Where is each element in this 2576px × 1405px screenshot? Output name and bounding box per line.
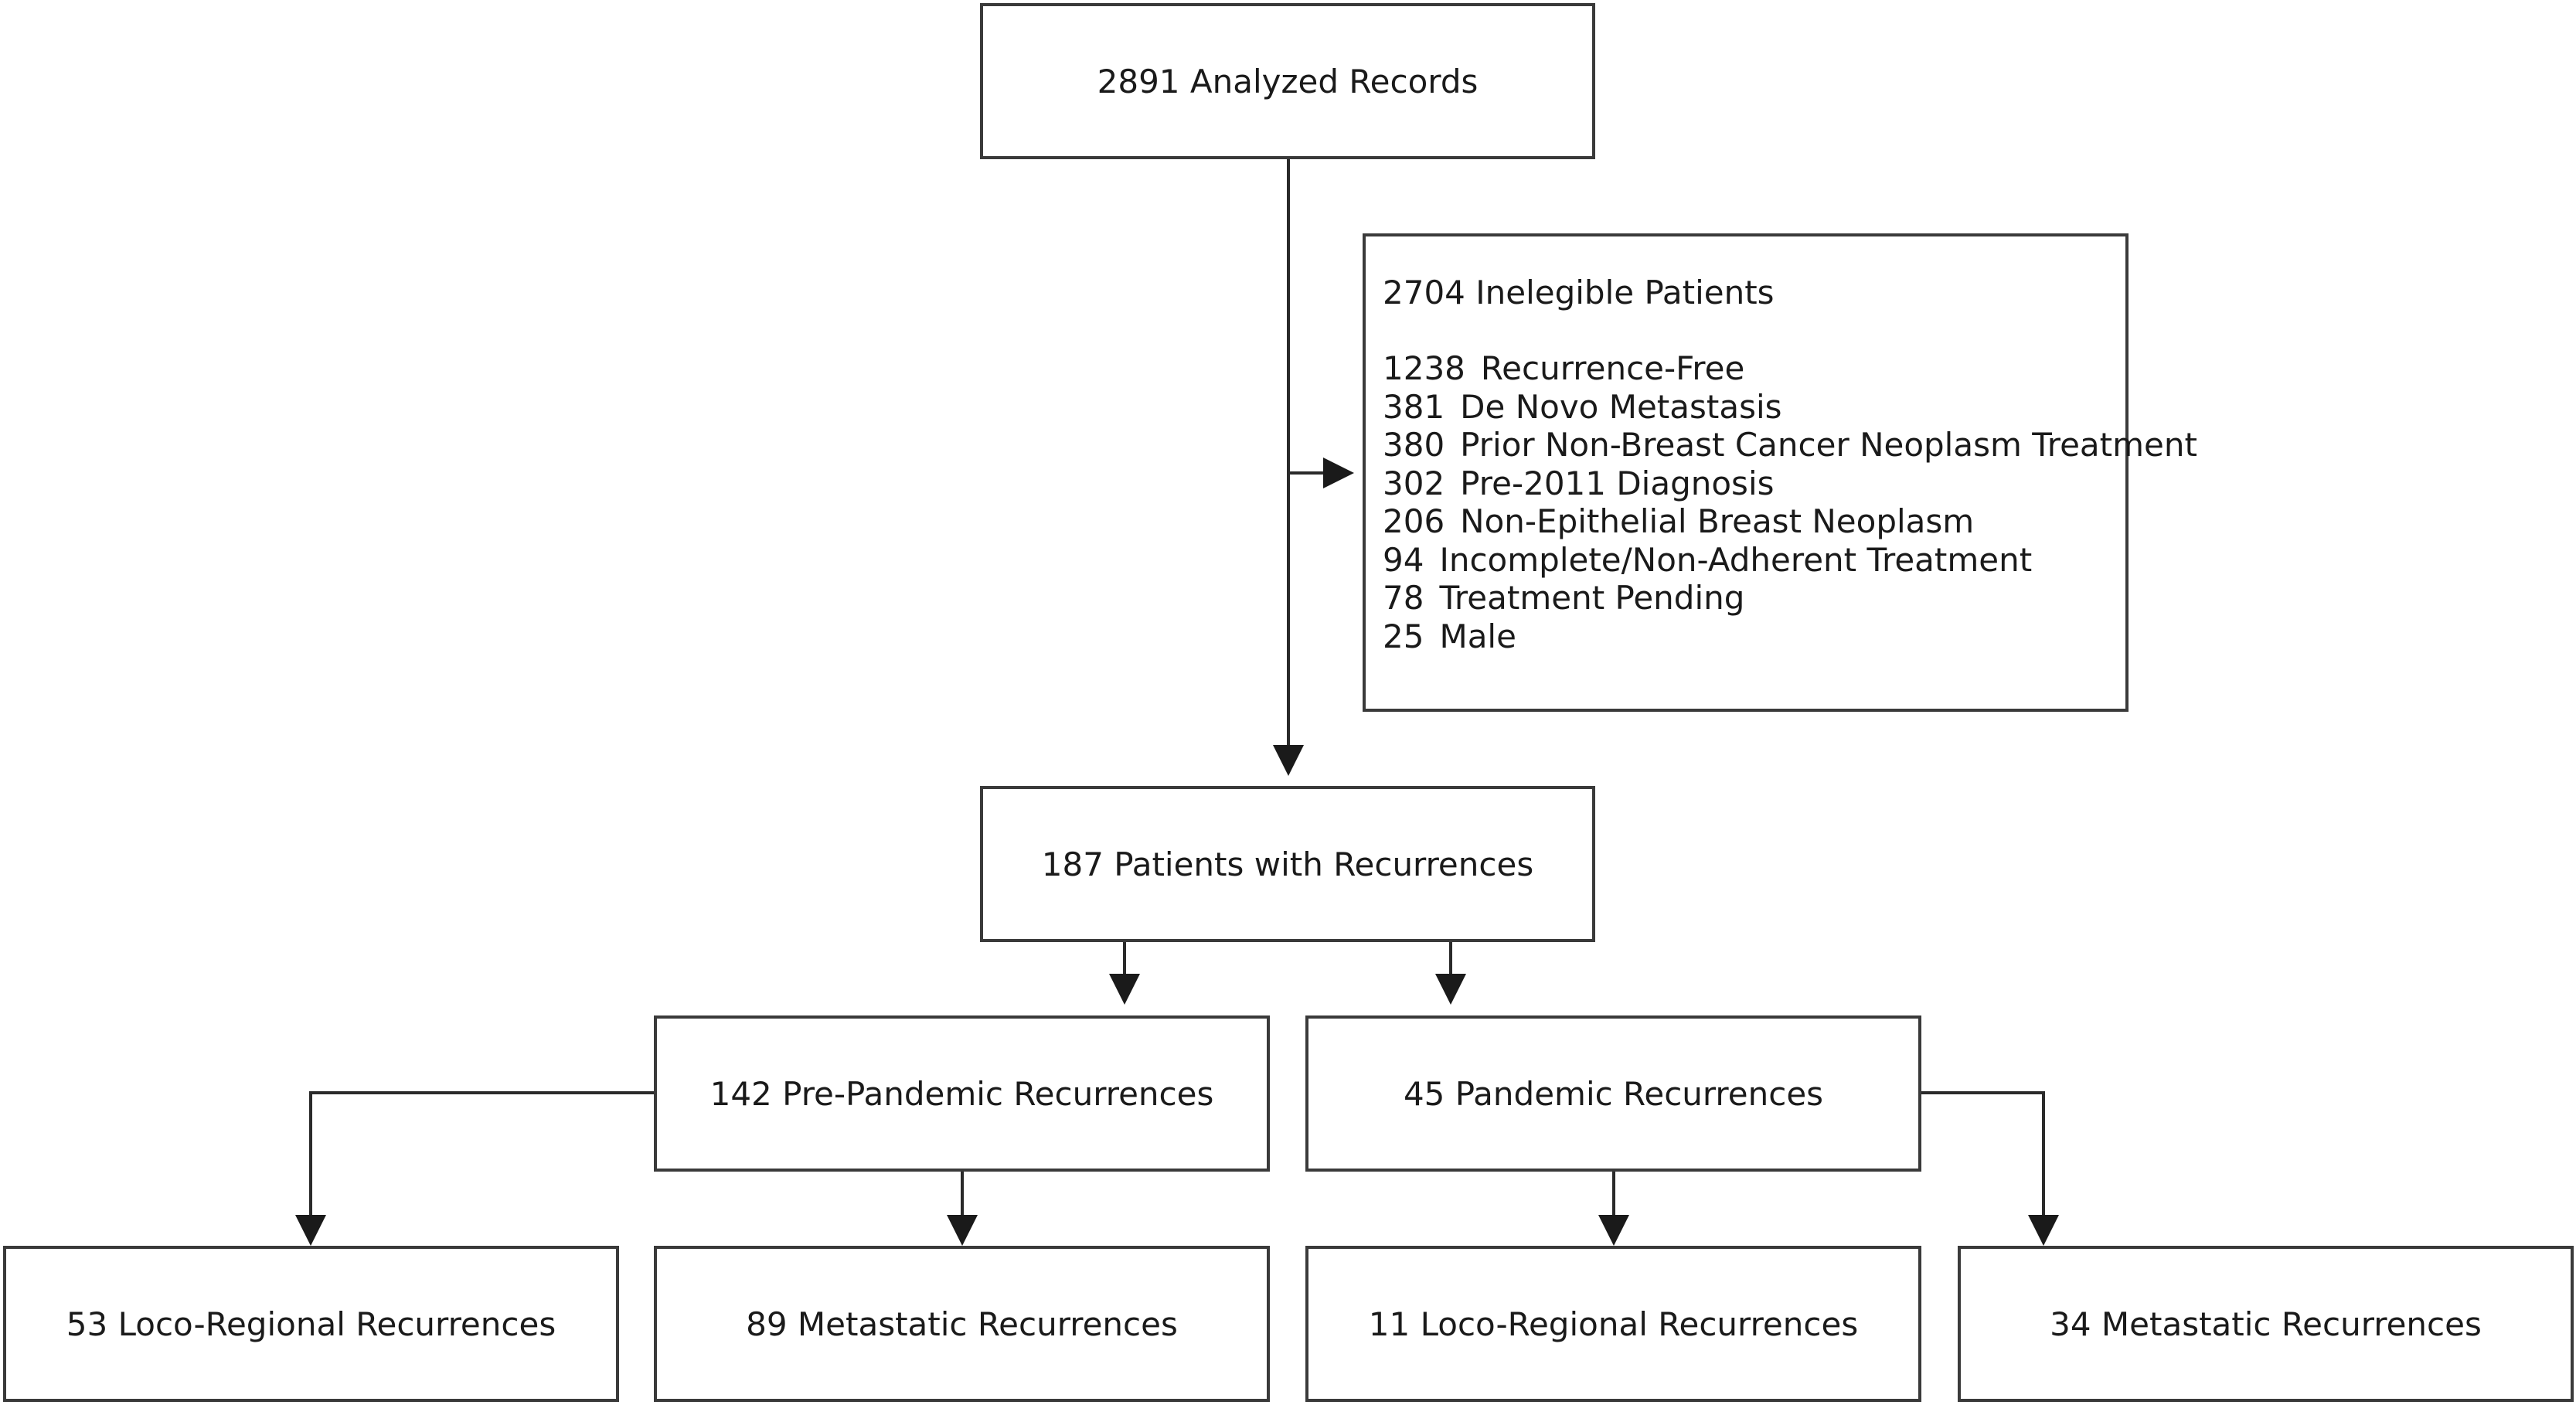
pandemic-loco-regional-box: 11 Loco-Regional Recurrences xyxy=(1305,1246,1921,1402)
pre-pandemic-box: 142 Pre-Pandemic Recurrences xyxy=(654,1015,1270,1172)
exclusion-count: 1238 xyxy=(1383,349,1465,387)
exclusion-count: 302 xyxy=(1383,464,1445,502)
exclusion-count: 94 xyxy=(1383,540,1424,579)
pandemic-metastatic-box: 34 Metastatic Recurrences xyxy=(1958,1246,2574,1402)
pre-metastatic-label: 89 Metastatic Recurrences xyxy=(746,1305,1178,1343)
exclusion-label: Male xyxy=(1439,617,1516,655)
patients-with-recurrences-box: 187 Patients with Recurrences xyxy=(980,786,1595,942)
pandemic-loco-regional-label: 11 Loco-Regional Recurrences xyxy=(1368,1305,1859,1343)
exclusion-item: 78 Treatment Pending xyxy=(1383,579,2125,617)
connector-pre-to-loco xyxy=(295,1091,655,1246)
exclusion-label: Treatment Pending xyxy=(1439,579,1745,617)
analyzed-records-box: 2891 Analyzed Records xyxy=(980,3,1595,159)
exclusion-item: 380 Prior Non-Breast Cancer Neoplasm Trea… xyxy=(1383,426,2197,464)
exclusion-item: 25 Male xyxy=(1383,617,2125,656)
pre-loco-regional-box: 53 Loco-Regional Recurrences xyxy=(3,1246,619,1402)
exclusion-item: 302 Pre-2011 Diagnosis xyxy=(1383,464,2125,503)
exclusion-item: 1238 Recurrence-Free xyxy=(1383,349,2125,388)
exclusion-item: 94 Incomplete/Non-Adherent Treatment xyxy=(1383,541,2125,580)
ineligible-patients-title: 2704 Inelegible Patients xyxy=(1383,274,1775,311)
pre-pandemic-label: 142 Pre-Pandemic Recurrences xyxy=(710,1074,1214,1113)
exclusion-label: Non-Epithelial Breast Neoplasm xyxy=(1460,502,1975,540)
analyzed-records-label: 2891 Analyzed Records xyxy=(1097,62,1479,100)
exclusion-label: Recurrence-Free xyxy=(1480,349,1745,387)
exclusion-count: 380 xyxy=(1383,426,1445,464)
pre-metastatic-box: 89 Metastatic Recurrences xyxy=(654,1246,1270,1402)
exclusion-label: Pre-2011 Diagnosis xyxy=(1460,464,1775,502)
exclusion-count: 25 xyxy=(1383,617,1424,655)
exclusion-label: Prior Non-Breast Cancer Neoplasm Treatme… xyxy=(1460,426,2197,464)
exclusion-label: De Novo Metastasis xyxy=(1460,387,1782,426)
connector-pan-to-meta xyxy=(1920,1091,2059,1246)
exclusion-count: 78 xyxy=(1383,579,1424,617)
pre-loco-regional-label: 53 Loco-Regional Recurrences xyxy=(66,1305,556,1343)
pandemic-label: 45 Pandemic Recurrences xyxy=(1403,1074,1824,1113)
patients-with-recurrences-label: 187 Patients with Recurrences xyxy=(1041,845,1534,883)
exclusion-item: 381 De Novo Metastasis xyxy=(1383,388,2125,427)
exclusion-count: 206 xyxy=(1383,502,1445,540)
pandemic-box: 45 Pandemic Recurrences xyxy=(1305,1015,1921,1172)
exclusion-item: 206 Non-Epithelial Breast Neoplasm xyxy=(1383,502,2125,541)
ineligible-patients-box: 2704 Inelegible Patients 1238 Recurrence-… xyxy=(1363,233,2197,712)
exclusion-label: Incomplete/Non-Adherent Treatment xyxy=(1439,540,2033,579)
exclusion-count: 381 xyxy=(1383,387,1445,426)
pandemic-metastatic-label: 34 Metastatic Recurrences xyxy=(2050,1305,2482,1343)
